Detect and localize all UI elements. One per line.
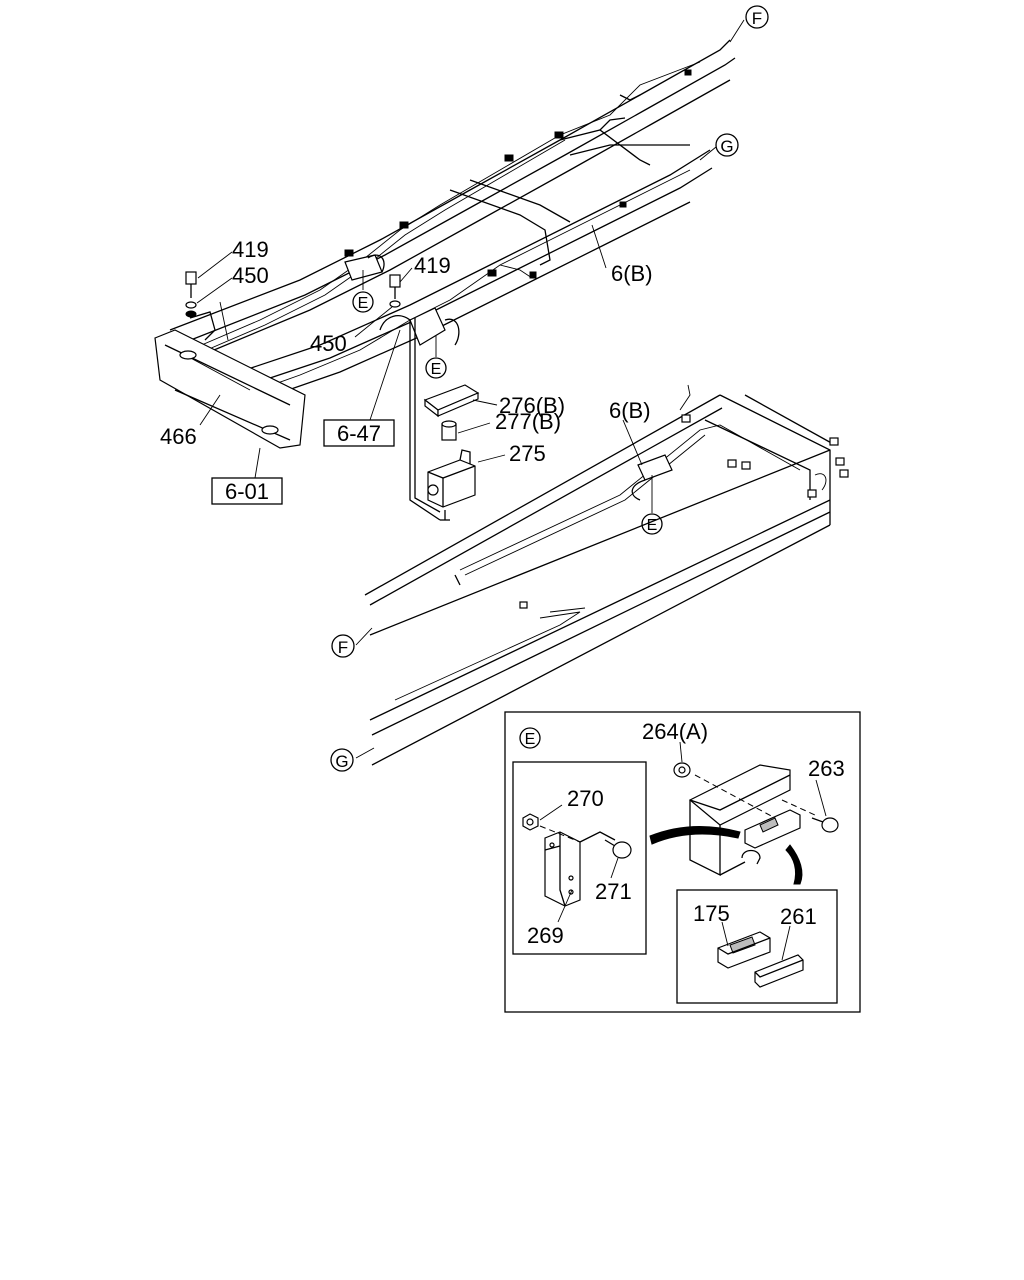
svg-text:G: G [335, 752, 348, 771]
svg-text:F: F [752, 9, 762, 28]
callout-269: 269 [527, 923, 564, 948]
callout-275: 275 [509, 441, 546, 466]
ref-6-01-label: 6-01 [225, 479, 269, 504]
frame-section-detail [649, 764, 816, 885]
washer-264a [673, 762, 691, 778]
svg-text:F: F [338, 638, 348, 657]
callout-466: 466 [160, 424, 197, 449]
leader-lines [196, 19, 827, 961]
detail-e-box [504, 711, 861, 1013]
bulb-277b [441, 420, 457, 441]
marker-e-upper: E [352, 291, 374, 313]
bolt-263 [811, 817, 839, 833]
ref-box-6-47: 6-47 [323, 419, 395, 447]
svg-text:E: E [431, 361, 442, 378]
bolt-419-right [389, 274, 401, 308]
callout-276b: 276(B) [499, 393, 565, 418]
svg-text:E: E [358, 295, 369, 312]
marker-g-top: G [715, 133, 739, 157]
callout-264a: 264(A) [642, 719, 708, 744]
bolt-271 [604, 839, 632, 859]
callout-263: 263 [808, 756, 845, 781]
callout-271: 271 [595, 879, 632, 904]
marker-f-bottom: F [331, 634, 355, 658]
svg-text:G: G [720, 137, 733, 156]
cover-276b [423, 384, 480, 418]
upper-chassis-frame [154, 39, 736, 449]
nut-270 [522, 813, 539, 831]
lamp-socket-275 [427, 449, 476, 508]
callout-450-left: 450 [232, 263, 269, 288]
marker-e-lower: E [641, 513, 663, 535]
callout-6b-top: 6(B) [611, 261, 653, 286]
callout-labels: 419 450 419 450 466 6(B) 276(B) 277(B) 2… [160, 237, 845, 948]
marker-f-top: F [745, 5, 769, 29]
bolt-419-left [185, 271, 197, 318]
svg-text:E: E [525, 731, 536, 748]
callout-270: 270 [567, 786, 604, 811]
ref-box-6-01: 6-01 [211, 477, 283, 505]
callout-419-right: 419 [414, 253, 451, 278]
callout-261: 261 [780, 904, 817, 929]
callout-419-left: 419 [232, 237, 269, 262]
lens-261 [754, 954, 804, 988]
marker-e-middle: E [425, 357, 447, 379]
callout-175: 175 [693, 901, 730, 926]
ref-6-47-label: 6-47 [337, 421, 381, 446]
marker-e-detail: E [519, 727, 541, 749]
bracket-269 [539, 825, 616, 907]
callout-450-right: 450 [310, 331, 347, 356]
bracket-assembly [409, 318, 450, 521]
marker-g-bottom: G [330, 748, 354, 772]
lamp-175 [717, 931, 771, 969]
svg-text:E: E [647, 517, 658, 534]
lower-frame [364, 384, 849, 766]
callout-6b-middle: 6(B) [609, 398, 651, 423]
callout-277b: 277(B) [495, 409, 561, 434]
